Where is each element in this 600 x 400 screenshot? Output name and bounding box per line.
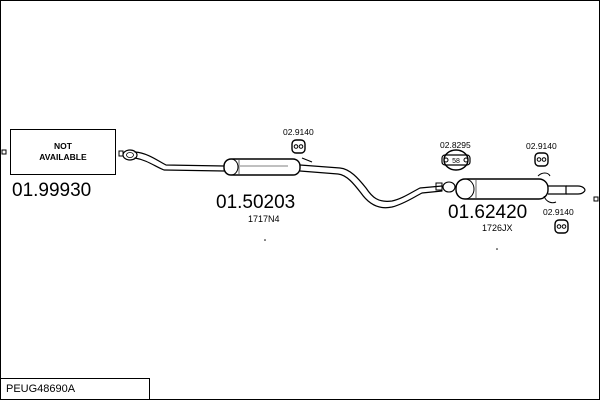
part-number: 01.99930 xyxy=(12,180,92,201)
rear-silencer-drawing xyxy=(435,172,586,204)
not-available-label: NOT AVAILABLE xyxy=(39,141,87,162)
front-flange-drawing xyxy=(118,149,138,161)
hanger-icon xyxy=(554,219,569,234)
right-edge-marker xyxy=(593,196,599,202)
not-available-box: NOT AVAILABLE xyxy=(10,129,116,175)
dot-mark xyxy=(496,248,498,250)
exhaust-pipe-drawing xyxy=(134,151,443,209)
fitting-code: 02.9140 xyxy=(543,207,574,217)
fitting-code: 02.9140 xyxy=(283,127,314,137)
dot-mark xyxy=(264,239,266,241)
middle-silencer-drawing xyxy=(223,157,313,176)
reference-code: PEUG48690A xyxy=(6,383,76,395)
fitting-code: 02.9140 xyxy=(526,141,557,151)
hanger-icon xyxy=(291,139,306,154)
part-number: 01.50203 xyxy=(216,192,296,213)
reference-box: PEUG48690A xyxy=(0,378,150,400)
oem-number: 1717N4 xyxy=(248,214,280,224)
left-edge-marker xyxy=(1,149,7,155)
part-number: 01.62420 xyxy=(448,202,528,223)
clamp-icon: 58 xyxy=(441,149,471,171)
hanger-icon xyxy=(534,152,549,167)
oem-number: 1726JX xyxy=(482,223,513,233)
fitting-code: 02.8295 xyxy=(440,140,471,150)
svg-text:58: 58 xyxy=(452,158,460,165)
